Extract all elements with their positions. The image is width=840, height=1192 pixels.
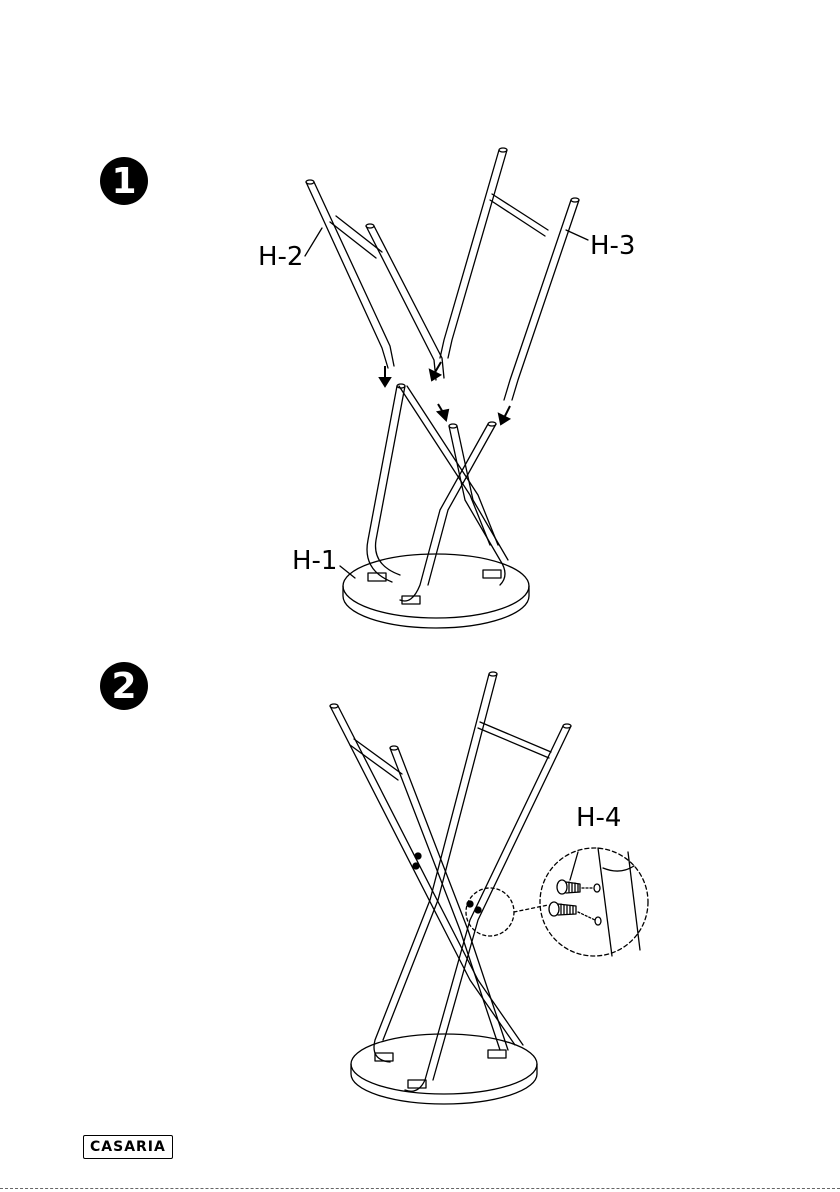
label-h4: H-4 — [576, 805, 621, 831]
brand-logo-text: CASARIA — [90, 1139, 166, 1155]
brand-logo: CASARIA — [83, 1135, 173, 1159]
footer-divider — [0, 1188, 840, 1189]
